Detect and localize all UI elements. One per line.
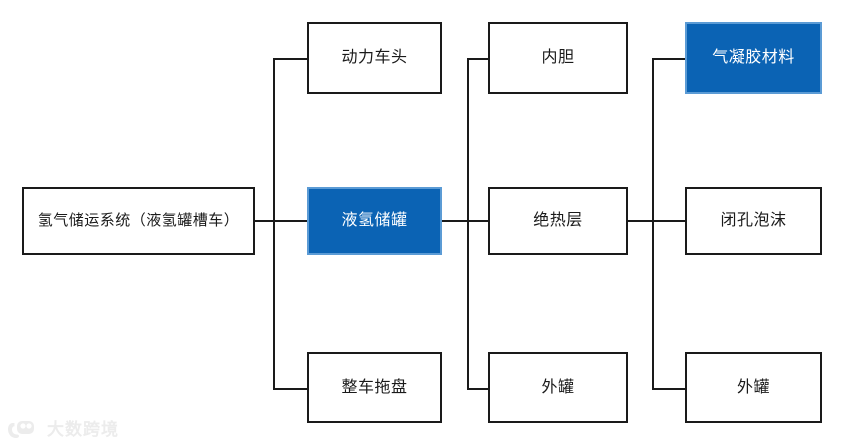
node-label: 闭孔泡沫 [720, 212, 787, 230]
connector-c1-branch-top [273, 58, 307, 60]
connector-c3-branch-top [652, 58, 685, 60]
node-l4-b[interactable]: 闭孔泡沫 [685, 187, 822, 255]
connector-c1-branch-bot [273, 388, 307, 390]
node-label: 外罐 [736, 378, 770, 396]
node-l3-a[interactable]: 内胆 [488, 22, 628, 94]
node-l2-c[interactable]: 整车拖盘 [307, 352, 442, 423]
connector-c2-stub-src [442, 220, 467, 222]
node-label: 氢气储运系统（液氢罐槽车） [37, 212, 240, 229]
connector-c1-trunk [273, 58, 275, 388]
connector-c2-branch-top [467, 58, 488, 60]
connector-c1-branch-mid [273, 220, 307, 222]
node-label: 绝热层 [533, 212, 583, 230]
connector-c1-stub-root [255, 220, 273, 222]
connector-c2-trunk [467, 58, 469, 388]
node-l2-b[interactable]: 液氢储罐 [307, 187, 442, 255]
node-l4-a[interactable]: 气凝胶材料 [685, 22, 822, 94]
node-root[interactable]: 氢气储运系统（液氢罐槽车） [22, 187, 255, 255]
camera-logo-icon [8, 417, 42, 439]
watermark: 大数跨境 [8, 415, 119, 440]
node-l4-c[interactable]: 外罐 [685, 352, 822, 423]
node-label: 液氢储罐 [341, 212, 408, 230]
node-label: 外罐 [541, 378, 575, 396]
node-l2-a[interactable]: 动力车头 [307, 22, 442, 94]
connector-c3-branch-bot [652, 388, 685, 390]
connector-c3-trunk [652, 58, 654, 388]
node-label: 内胆 [541, 49, 575, 67]
watermark-text: 大数跨境 [47, 420, 119, 439]
node-l3-b[interactable]: 绝热层 [488, 187, 628, 255]
connector-c2-branch-bot [467, 388, 488, 390]
node-label: 动力车头 [341, 49, 408, 67]
node-l3-c[interactable]: 外罐 [488, 352, 628, 423]
connector-c3-branch-mid [652, 220, 685, 222]
node-label: 整车拖盘 [341, 378, 408, 396]
connector-c3-stub-src [628, 220, 652, 222]
node-label: 气凝胶材料 [712, 49, 795, 67]
connector-c2-branch-mid [467, 220, 488, 222]
